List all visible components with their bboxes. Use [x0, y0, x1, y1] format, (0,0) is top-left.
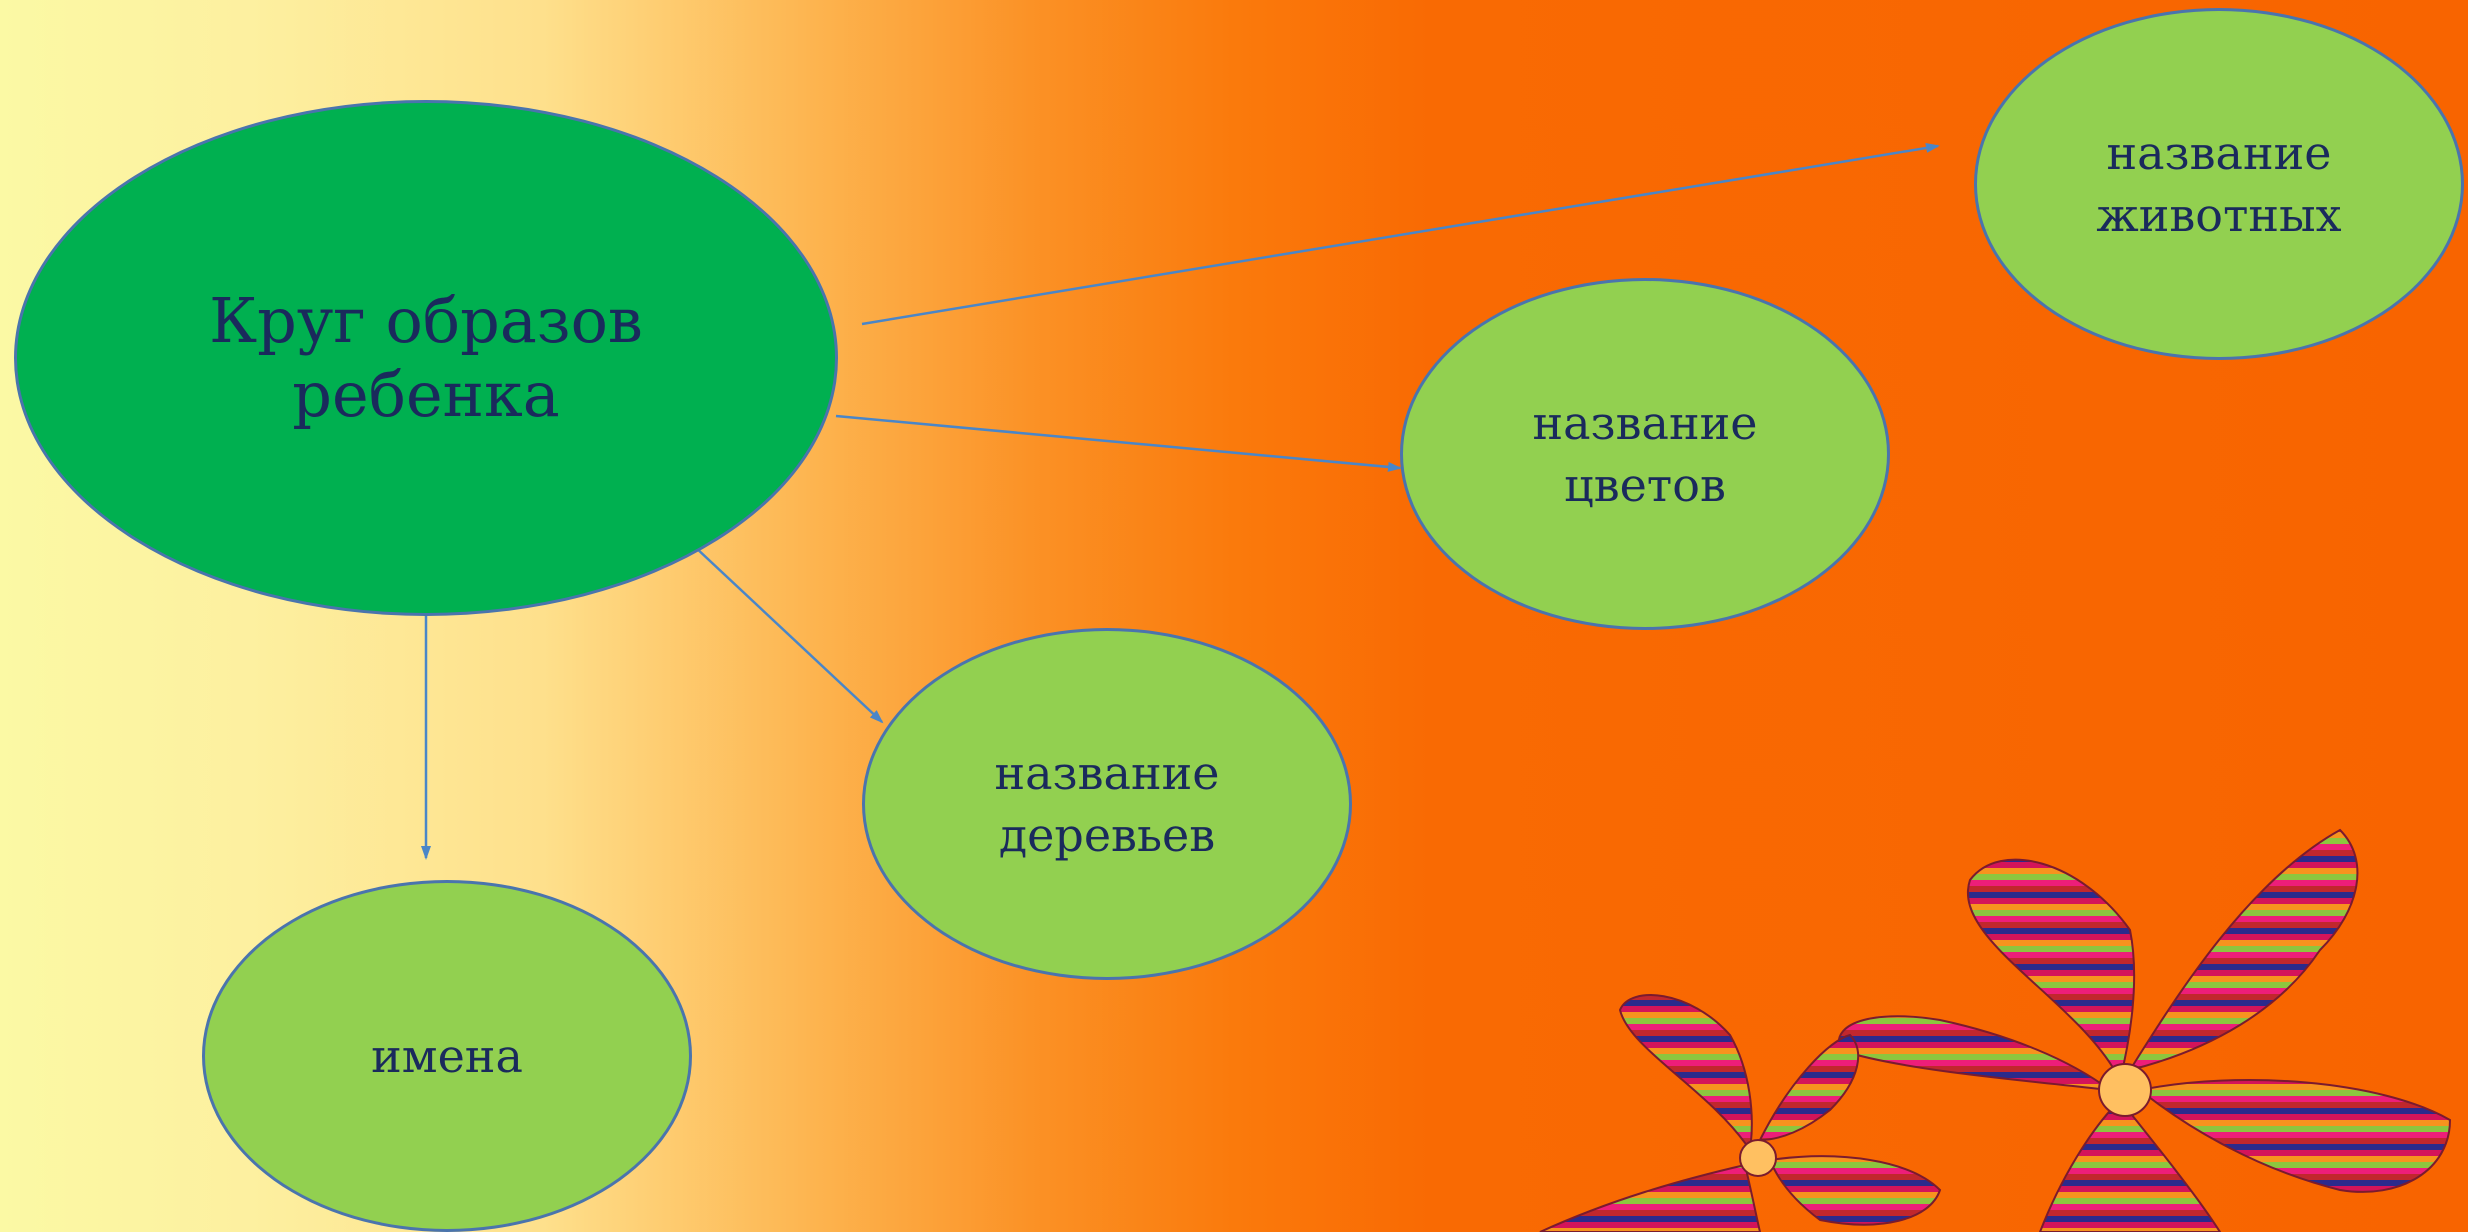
- node-animals: название животных: [1974, 8, 2464, 360]
- large-flower-icon: [1837, 828, 2452, 1232]
- arrow-to-trees: [693, 545, 884, 724]
- node-names: имена: [202, 880, 692, 1232]
- small-flower-icon: [1539, 994, 1942, 1232]
- node-trees: название деревьев: [862, 628, 1352, 980]
- arrow-to-flowers: [835, 414, 1402, 472]
- node-flowers-label: название цветов: [1532, 396, 1758, 512]
- striped-flowers-illustration: [1539, 828, 2452, 1232]
- node-trees-label: название деревьев: [994, 746, 1220, 862]
- center-node: Круг образов ребенка: [14, 100, 838, 616]
- node-names-label: имена: [371, 1029, 523, 1083]
- arrow-to-animals: [861, 143, 1940, 326]
- node-animals-label: название животных: [2096, 126, 2342, 242]
- center-node-label: Круг образов ребенка: [209, 284, 643, 431]
- node-flowers: название цветов: [1400, 278, 1890, 630]
